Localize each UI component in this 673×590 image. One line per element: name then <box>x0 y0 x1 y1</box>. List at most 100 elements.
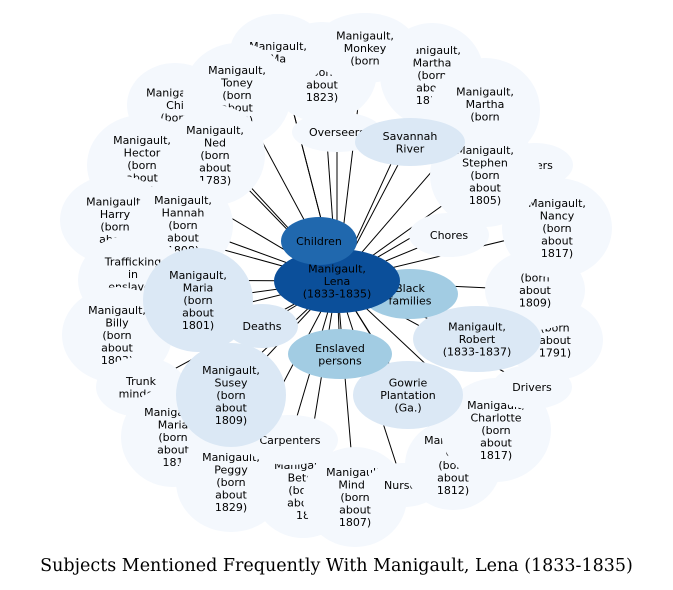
node-label-line: Robert <box>459 333 496 346</box>
node-label-line: 1823) <box>306 91 338 104</box>
node-label-line: 1809) <box>519 297 551 310</box>
node-label-line: Trunk <box>125 375 157 388</box>
node-label-line: (born <box>216 476 245 489</box>
node-label-line: about <box>469 182 501 195</box>
node-label-line: Carpenters <box>260 434 321 447</box>
node-label-line: Gowrie <box>389 377 428 390</box>
node-label-line: Billy <box>105 317 129 330</box>
node-label-line: about <box>306 79 338 92</box>
node-label-line: about <box>339 504 371 517</box>
node-label-line: 1829) <box>215 501 247 514</box>
node-label-line: Deaths <box>243 320 282 333</box>
node-label-line: Chi <box>166 99 184 112</box>
node-shape-enslaved-persons <box>288 329 392 379</box>
node-label-line: 1809) <box>215 414 247 427</box>
node-label-line: Harry <box>100 208 131 221</box>
node-label-line: Maria <box>183 282 214 295</box>
node-label-line: about <box>182 307 214 320</box>
node-label-line: (born <box>417 69 446 82</box>
node-label-line: (born <box>222 89 251 102</box>
node-label-line: Hector <box>124 147 161 160</box>
node-hub[interactable]: Manigault,Lena(1833-1835) <box>274 249 400 313</box>
node-chores[interactable]: Chores <box>409 213 489 257</box>
node-manigault-robert[interactable]: Manigault,Robert(1833-1837) <box>413 306 541 372</box>
node-label-line: in <box>128 268 138 281</box>
node-label-line: (born <box>470 169 499 182</box>
node-label-line: about <box>101 342 133 355</box>
node-label-line: about <box>541 235 573 248</box>
node-label-line: Manigault, <box>308 263 366 276</box>
node-label-line: (born <box>216 389 245 402</box>
node-label-line: Susey <box>215 377 248 390</box>
node-label-line: Manigault, <box>154 194 212 207</box>
node-label-line: (born <box>168 219 197 232</box>
node-label-line: Monkey <box>344 42 387 55</box>
node-label-line: 1791) <box>539 347 571 360</box>
node-shape-gowrie-plantation <box>353 361 463 429</box>
node-label-line: Manigault, <box>456 144 514 157</box>
node-shape-manigault-monkey <box>313 13 417 83</box>
node-manigault-monkey[interactable]: Manigault,Monkey(born <box>313 13 417 83</box>
node-label-line: Manigault, <box>249 40 307 53</box>
node-label-line: about <box>215 489 247 502</box>
node-label-line: (born <box>127 159 156 172</box>
node-label-line: Overseers <box>309 126 365 139</box>
node-shape-hub <box>274 249 400 313</box>
node-label-line: (born <box>200 149 229 162</box>
node-label-line: (1833-1835) <box>303 288 372 301</box>
node-deaths[interactable]: Deaths <box>226 304 298 348</box>
node-label-line: about <box>437 472 469 485</box>
node-label-line: about <box>157 444 189 457</box>
node-label-line: (Ga.) <box>394 402 421 415</box>
node-label-line: (born <box>542 222 571 235</box>
node-label-line: (born <box>102 329 131 342</box>
node-label-line: Black <box>395 282 425 295</box>
node-label-line: Plantation <box>380 389 436 402</box>
node-label-line: Manigault, <box>88 304 146 317</box>
node-label-line: Lena <box>324 275 350 288</box>
node-label-line: Manigault, <box>528 197 586 210</box>
node-label-line: 1801) <box>182 319 214 332</box>
node-label-line: about <box>539 334 571 347</box>
node-label-line: Peggy <box>214 464 248 477</box>
node-label-line: Manigault, <box>186 124 244 137</box>
node-layer: Manigault,Toney(bornabout1783)Manigault,… <box>60 13 612 547</box>
node-shape-chores <box>409 213 489 257</box>
node-label-line: about <box>199 162 231 175</box>
node-label-line: Ned <box>204 137 226 150</box>
node-label-line: 1805) <box>469 194 501 207</box>
node-label-line: 1817) <box>480 449 512 462</box>
node-label-line: Stephen <box>462 157 508 170</box>
node-label-line: 1812) <box>437 484 469 497</box>
node-label-line: Martha <box>466 98 505 111</box>
node-shape-savannah-river <box>355 118 465 166</box>
node-label-line: about <box>519 284 551 297</box>
node-label-line: Manigault, <box>336 30 394 43</box>
node-label-line: Manigault, <box>208 64 266 77</box>
node-label-line: Hannah <box>162 207 205 220</box>
node-label-line: Manigault, <box>403 44 461 57</box>
node-label-line: persons <box>318 354 362 367</box>
node-label-line: 181 <box>163 456 184 469</box>
node-label-line: 1807) <box>339 516 371 529</box>
node-label-line: Manigault, <box>448 321 506 334</box>
node-label-line: Manigault, <box>86 195 144 208</box>
node-label-line: Toney <box>220 77 253 90</box>
node-children[interactable]: Children <box>281 217 357 265</box>
node-label-line: Manigault, <box>113 134 171 147</box>
node-shape-manigault-robert <box>413 306 541 372</box>
node-label-line: (born <box>158 431 187 444</box>
node-shape-children <box>281 217 357 265</box>
node-label-line: Manigault, <box>456 85 514 98</box>
node-label-line: Children <box>296 235 342 248</box>
node-label-line: about <box>480 437 512 450</box>
node-label-line: about <box>215 402 247 415</box>
node-shape-manigault-susey <box>176 343 286 447</box>
node-label-line: (born <box>340 491 369 504</box>
node-label-line: (1833-1837) <box>443 346 512 359</box>
